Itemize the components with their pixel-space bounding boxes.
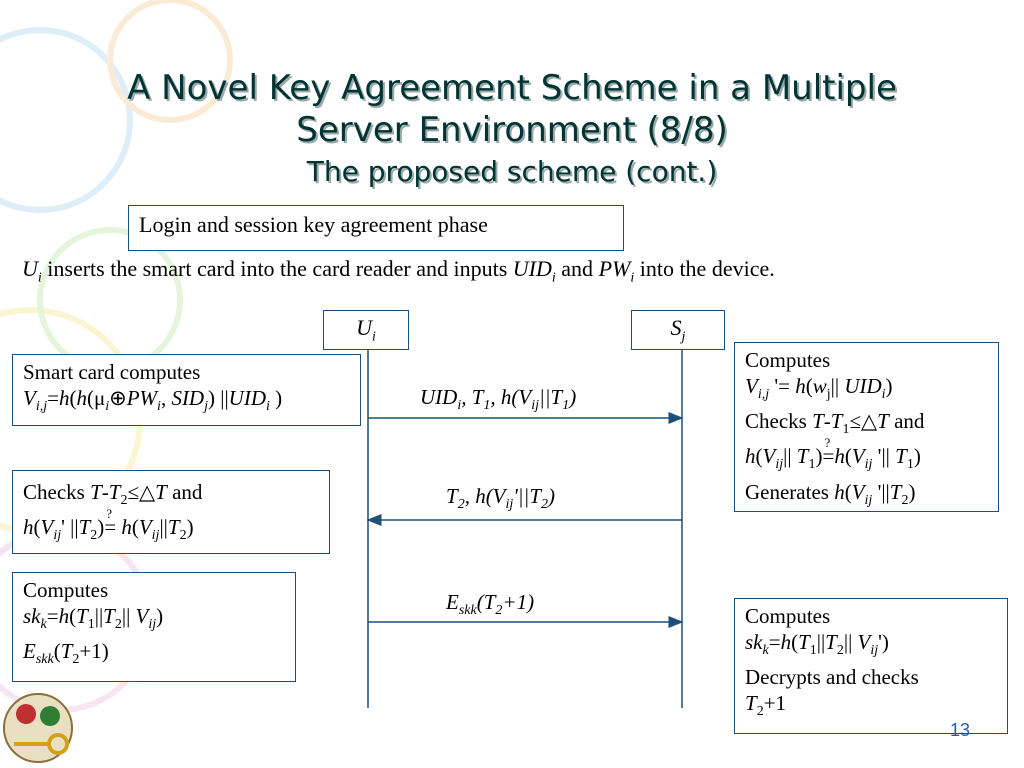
server-final-box: Computes skk=h(T1||T2|| Vij') Decrypts a… [734, 598, 1008, 734]
message-2-label: T2, h(Vij'||T2) [446, 484, 556, 513]
title-line1: A Novel Key Agreement Scheme in a Multip… [127, 68, 897, 108]
smartcard-compute-box: Smart card computes Vi,j=h(h(μi⊕PWi, SID… [12, 354, 361, 426]
participant-user: Ui [323, 310, 409, 350]
message-1-label: UIDi, T1, h(Vij||T1) [420, 385, 577, 414]
participant-server: Sj [631, 310, 725, 350]
intro-text: Ui inserts the smart card into the card … [22, 256, 775, 286]
title-line2: Server Environment (8/8) [296, 110, 728, 150]
phase-label: Login and session key agreement phase [139, 212, 488, 237]
user-check-box: Checks T-T2≤△T and h(Vij' ||T2)= h(Vij||… [12, 470, 330, 554]
page-number: 13 [950, 720, 971, 740]
server-compute-box: Computes Vi,j '= h(wj|| UIDi) Checks T-T… [734, 342, 999, 512]
smartcard-line1: Smart card computes [23, 360, 201, 384]
message-3-label: Eskk(T2+1) [446, 590, 535, 619]
phase-label-box: Login and session key agreement phase [128, 205, 624, 251]
subtitle: The proposed scheme (cont.) [306, 155, 718, 188]
smartcard-line2: Vi,j=h(h(μi⊕PWi, SIDj) ||UIDi ) [23, 386, 283, 415]
keys-logo-icon [3, 693, 73, 763]
user-compute-box: Computes skk=h(T1||T2|| Vij) Eskk(T2+1) [12, 572, 296, 682]
